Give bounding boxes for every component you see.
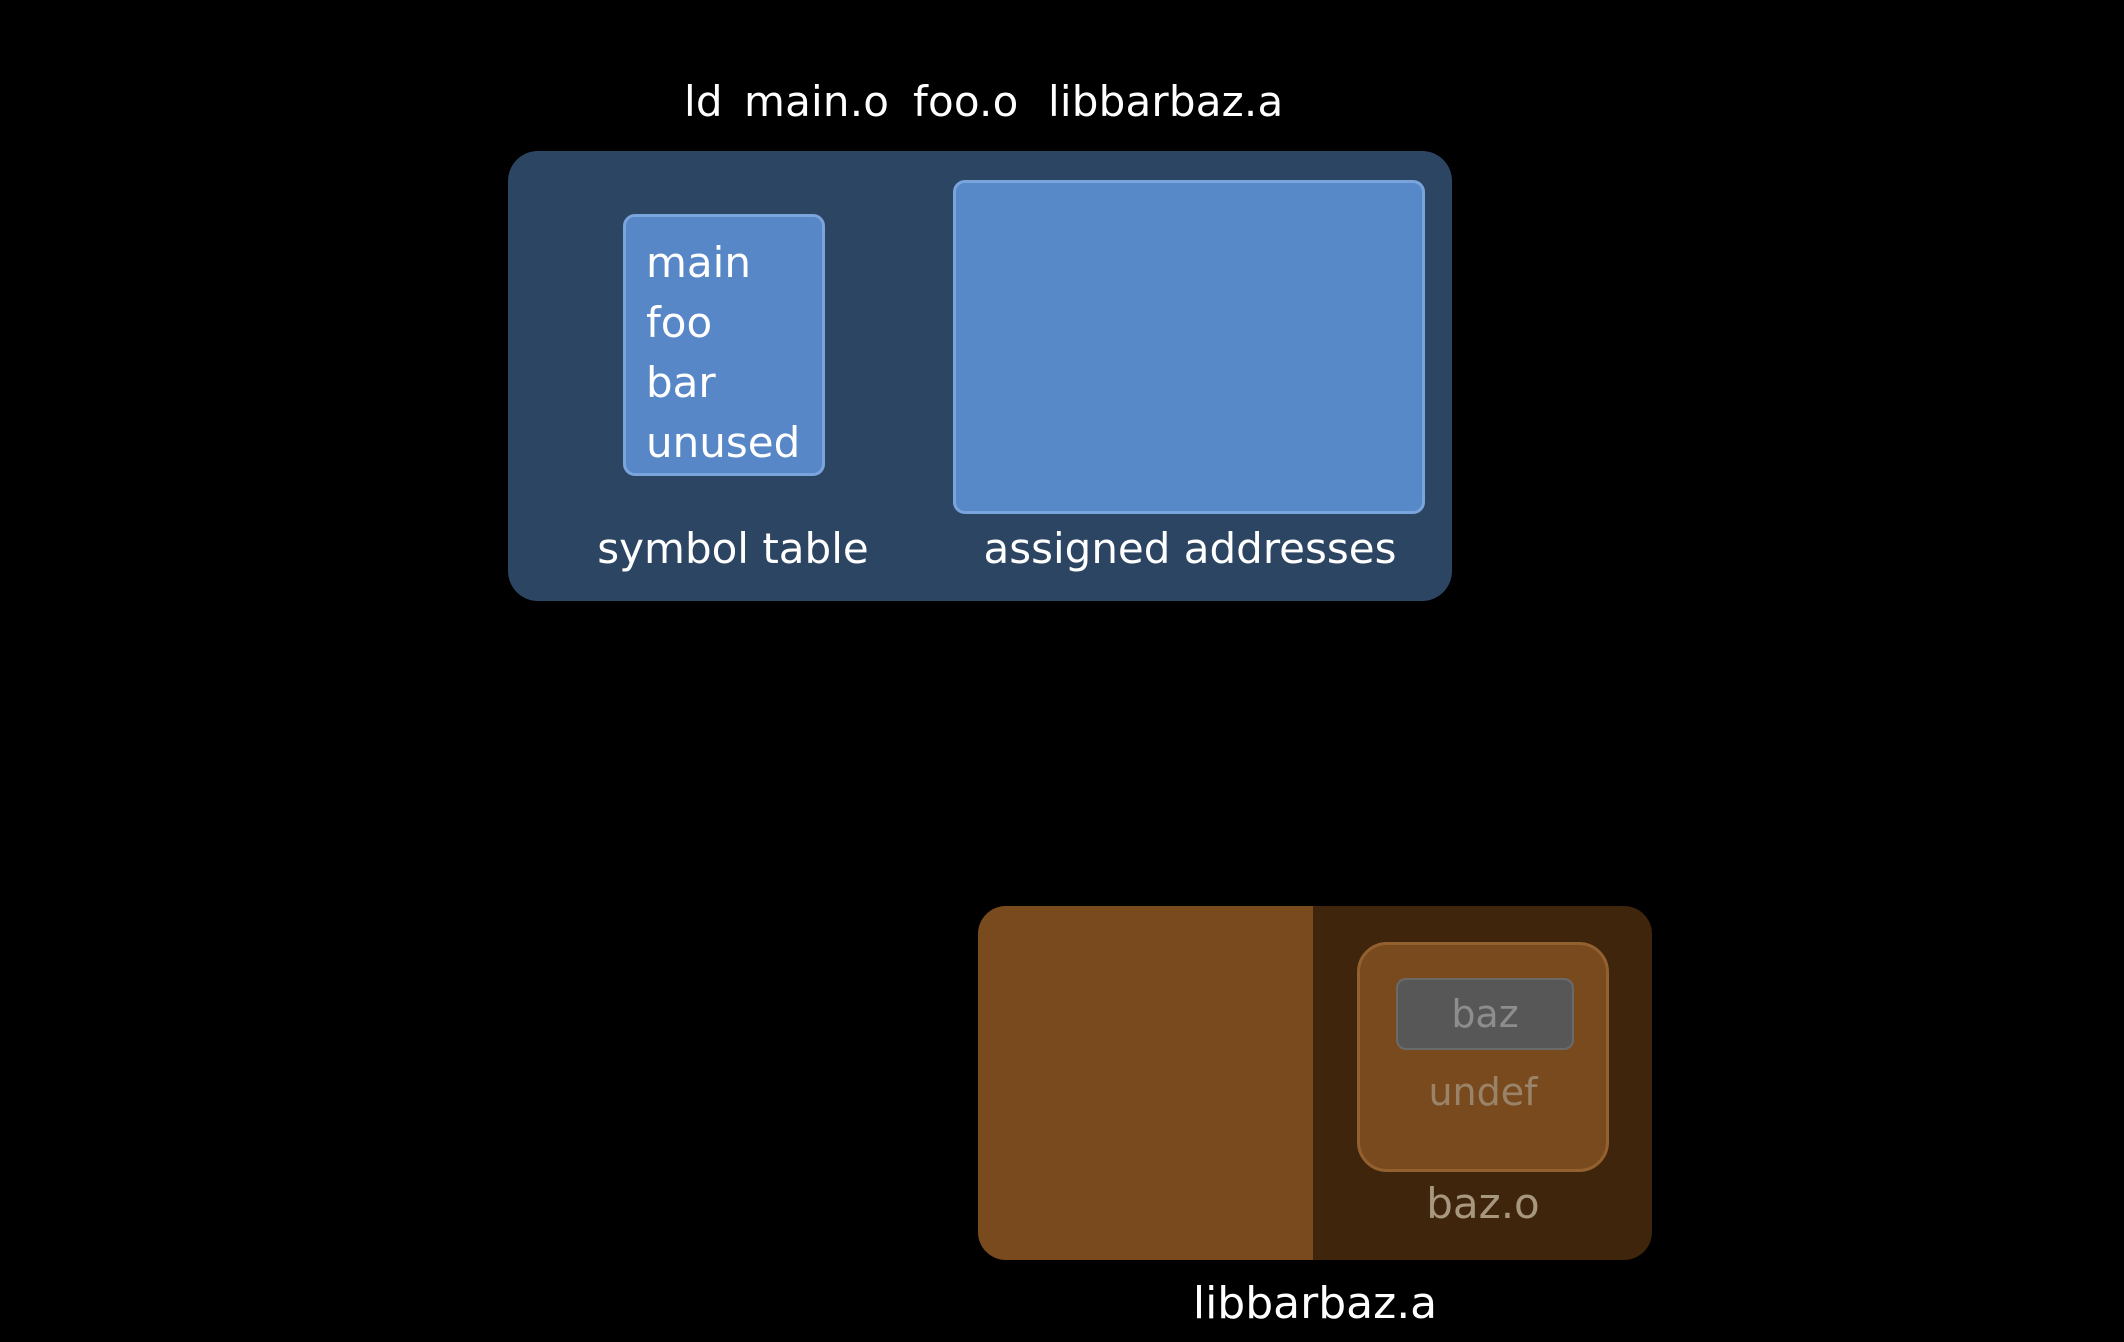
assigned-addresses-caption: assigned addresses — [983, 524, 1397, 573]
archive-left-section — [978, 906, 1313, 1260]
symbol-bar: bar — [646, 358, 716, 407]
symbol-table-box: main foo bar unused — [623, 214, 825, 476]
archive-box: baz undef baz.o — [978, 906, 1652, 1260]
symbol-chip-baz: baz — [1396, 978, 1574, 1050]
command-program: ld — [684, 77, 723, 126]
symbol-foo: foo — [646, 298, 713, 347]
symbol-unused: unused — [646, 418, 801, 467]
linker-panel: main foo bar unused symbol table assigne… — [508, 151, 1452, 601]
assigned-addresses-box — [953, 180, 1425, 514]
archive-member-box: baz undef — [1357, 942, 1609, 1172]
archive-member-caption: baz.o — [1426, 1179, 1540, 1228]
symbol-main: main — [646, 238, 751, 287]
command-arg-foo-o: foo.o — [913, 77, 1019, 126]
archive-caption: libbarbaz.a — [1192, 1278, 1438, 1329]
command-arg-main-o: main.o — [744, 77, 890, 126]
command-arg-libbarbaz-a: libbarbaz.a — [1048, 77, 1284, 126]
symbol-status-undef: undef — [1428, 1070, 1538, 1114]
symbol-table-caption: symbol table — [597, 524, 869, 573]
